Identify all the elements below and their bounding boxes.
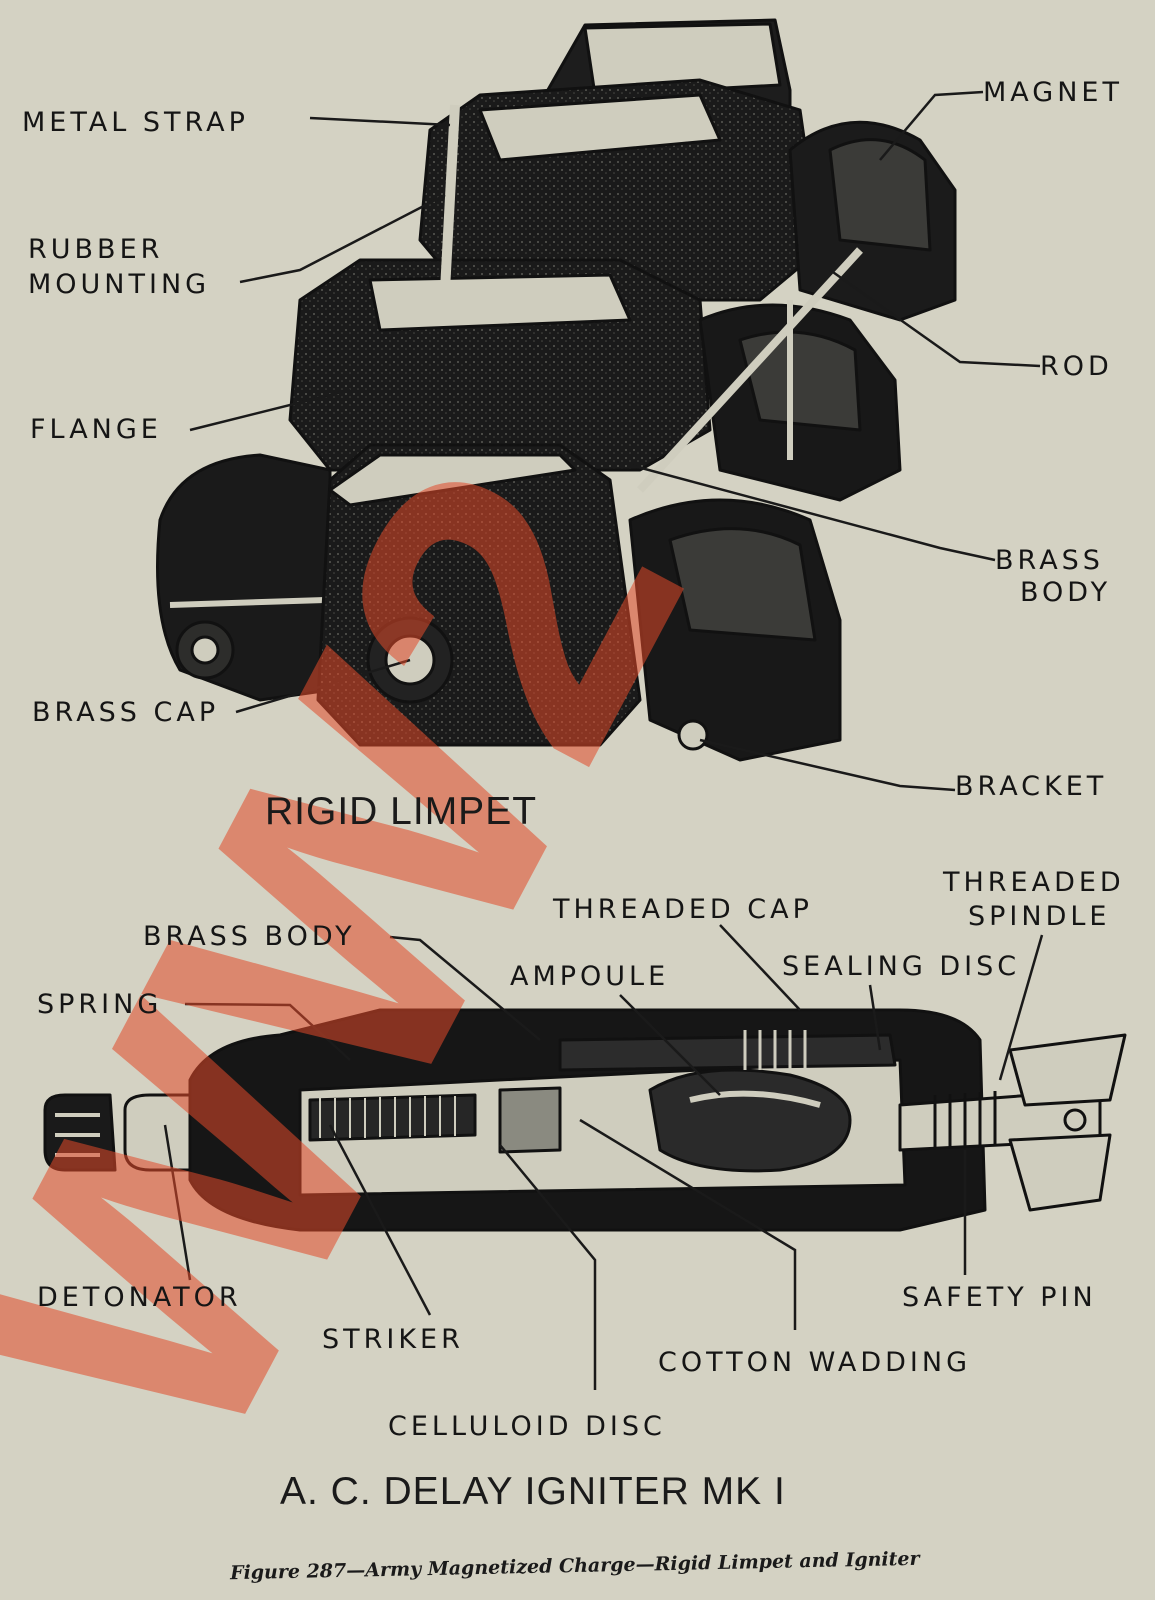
leader-flange [189, 388, 351, 432]
label-spring: SPRING [37, 989, 163, 1020]
label-rubber-mounting-line2: MOUNTING [28, 269, 211, 300]
label-threaded-cap: THREADED CAP [553, 894, 813, 925]
leader-ampoule [619, 994, 721, 1096]
label-igniter-brass-body: BRASS BODY [143, 921, 356, 952]
leader-igniter-brass-body [389, 935, 541, 1041]
label-magnet: MAGNET [983, 77, 1123, 108]
label-flange: FLANGE [30, 414, 162, 445]
leader-cotton-wadding [579, 1118, 797, 1330]
igniter-title: A. C. DELAY IGNITER MK I [280, 1470, 786, 1513]
label-ampoule: AMPOULE [510, 961, 670, 992]
label-rod: ROD [1040, 351, 1113, 382]
leader-detonator [163, 1124, 192, 1281]
leader-lines [163, 90, 1044, 1390]
label-striker: STRIKER [322, 1324, 464, 1355]
label-celluloid-disc: CELLULOID DISC [388, 1411, 666, 1442]
label-brass-cap: BRASS CAP [32, 697, 220, 728]
label-threaded-spindle-line1: THREADED [943, 867, 1125, 898]
leader-magnet [879, 90, 984, 161]
label-cotton-wadding: COTTON WADDING [658, 1347, 972, 1378]
rigid-limpet-illustration [156, 18, 957, 762]
leader-rod [829, 268, 1041, 368]
leader-bracket [699, 738, 956, 792]
leader-metal-strap [309, 116, 451, 127]
leader-striker [328, 1124, 432, 1316]
leader-spring [184, 1002, 351, 1061]
leader-sealing-disc [868, 984, 882, 1051]
delay-igniter-illustration [43, 1008, 1127, 1232]
leader-celluloid-disc [499, 1144, 597, 1390]
leader-rubber-mounting [239, 193, 446, 284]
label-bracket: BRACKET [955, 771, 1108, 802]
leader-threaded-spindle [998, 934, 1044, 1081]
label-threaded-spindle-line2: SPINDLE [968, 901, 1111, 932]
leader-brass-cap [235, 658, 411, 714]
leader-threaded-cap [719, 924, 801, 1011]
label-brass-body-line1: BRASS [995, 545, 1104, 576]
label-metal-strap: METAL STRAP [22, 107, 249, 138]
leader-brass-body [629, 463, 996, 562]
label-detonator: DETONATOR [37, 1282, 242, 1313]
rigid-limpet-title: RIGID LIMPET [265, 790, 538, 833]
label-rubber-mounting-line1: RUBBER [28, 234, 164, 265]
label-brass-body-line2: BODY [1020, 577, 1112, 608]
label-safety-pin: SAFETY PIN [902, 1282, 1097, 1313]
label-sealing-disc: SEALING DISC [782, 951, 1021, 982]
